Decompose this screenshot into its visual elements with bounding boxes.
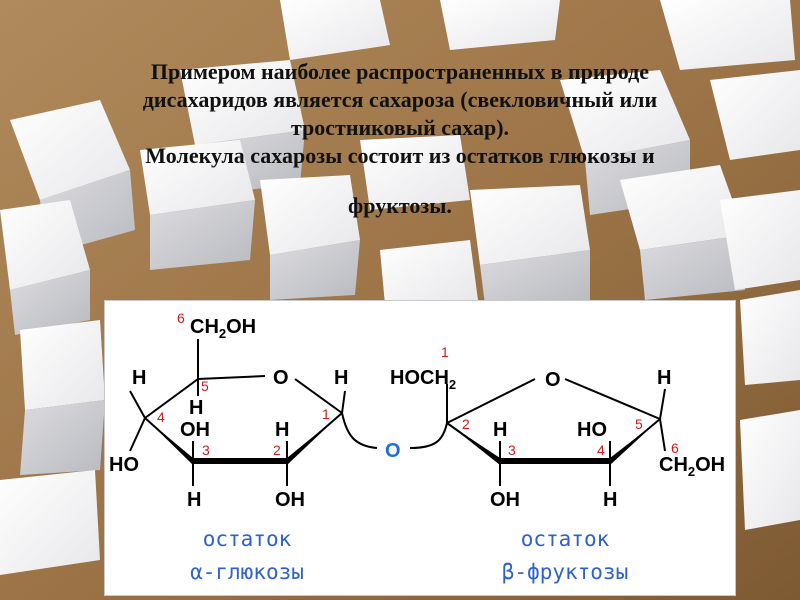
- sugar-cube: [20, 320, 105, 475]
- glucose-label-line1: остаток: [203, 527, 292, 551]
- sugar-cube: [710, 70, 800, 160]
- glucose-h-c2: H: [275, 419, 289, 441]
- sugar-cube: [440, 0, 560, 50]
- glucose-wedge-bond: [287, 413, 342, 465]
- carbon-number: 4: [157, 409, 165, 425]
- glucose-oh-c3: OH: [180, 419, 210, 441]
- glucose-h-left: H: [132, 367, 146, 389]
- glucose-label-line2: α-глюкозы: [190, 560, 304, 584]
- glucose-oh-c2: OH: [275, 489, 305, 511]
- caption-line: тростниковый сахар).: [290, 115, 510, 140]
- fructose-label-line1: остаток: [521, 527, 610, 551]
- glucose-ho-c4: HO: [109, 454, 139, 476]
- caption-line: фруктозы.: [348, 193, 452, 218]
- fructose-wedge-bond: [610, 419, 660, 465]
- sucrose-structural-formula: CH2OH O H H H OH H HO H OH O HOCH2 O H H…: [109, 310, 725, 584]
- caption-line: дисахаридов является сахароза (свеклович…: [142, 87, 658, 112]
- fructose-oh-c3: OH: [490, 489, 520, 511]
- sugar-cube: [280, 0, 390, 60]
- carbon-number: 4: [597, 442, 605, 458]
- fructose-h-c5: H: [657, 367, 671, 389]
- carbon-number: 5: [201, 378, 209, 394]
- carbon-number: 6: [177, 310, 185, 326]
- sugar-cube: [740, 290, 800, 385]
- fructose-h-c4: H: [603, 489, 617, 511]
- carbon-number: 2: [462, 416, 470, 432]
- carbon-number: 1: [322, 406, 330, 422]
- fructose-ring-oxygen: O: [545, 369, 561, 391]
- carbon-number: 5: [635, 416, 643, 432]
- fructose-ch2oh-c6: CH2OH: [659, 454, 725, 479]
- glycosidic-oxygen: O: [385, 440, 401, 462]
- glucose-wedge-bond: [145, 418, 193, 465]
- carbon-number: 3: [508, 442, 516, 458]
- carbon-number: 3: [202, 442, 210, 458]
- fructose-label-line2: β-фруктозы: [502, 560, 628, 584]
- sugar-cube: [360, 135, 470, 210]
- sugar-cube: [620, 165, 745, 300]
- fructose-ho-c4: HO: [577, 419, 607, 441]
- fructose-c1-group: HOCH2: [390, 367, 456, 392]
- sugar-cube: [260, 175, 360, 300]
- sucrose-structure-panel: CH2OH O H H H OH H HO H OH O HOCH2 O H H…: [104, 300, 736, 596]
- sugar-cube: [740, 410, 800, 530]
- fructose-h-c3: H: [493, 419, 507, 441]
- fructose-bold-bond: [500, 458, 610, 464]
- caption-line: Примером наиболее распространенных в при…: [150, 59, 650, 84]
- sugar-cube: [470, 185, 590, 305]
- carbon-number: 1: [441, 344, 449, 360]
- sugar-cube: [660, 0, 795, 70]
- sugar-cube: [140, 140, 255, 270]
- sugar-cube: [0, 200, 90, 335]
- slide-caption: Примером наиболее распространенных в при…: [60, 58, 740, 220]
- sugar-cube: [380, 240, 478, 305]
- fructose-wedge-bond: [447, 423, 500, 465]
- sugar-cube: [0, 470, 100, 575]
- carbon-number: 2: [273, 442, 281, 458]
- glucose-bold-bond: [193, 458, 287, 464]
- glucose-c6-group: CH2OH: [190, 316, 256, 341]
- carbon-number: 6: [671, 440, 679, 456]
- caption-line: Молекула сахарозы состоит из остатков гл…: [145, 143, 655, 168]
- sugar-cube: [720, 190, 800, 290]
- glucose-h-c5: H: [189, 397, 203, 419]
- glucose-h-c1: H: [334, 367, 348, 389]
- glucose-ring-oxygen: O: [273, 367, 289, 389]
- glucose-h-c3: H: [187, 489, 201, 511]
